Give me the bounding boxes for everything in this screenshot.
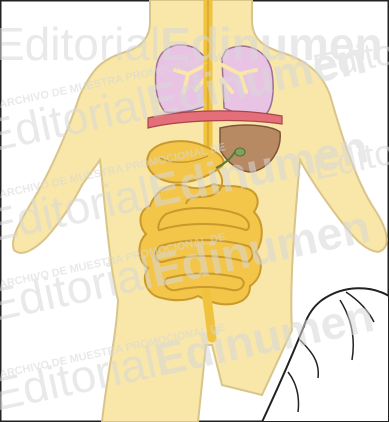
digestive-system-illustration: EditorialEdinumen EditorialEdinumen Edit… [0, 0, 389, 422]
illustration-canvas: EditorialEdinumen EditorialEdinumen Edit… [0, 0, 389, 422]
